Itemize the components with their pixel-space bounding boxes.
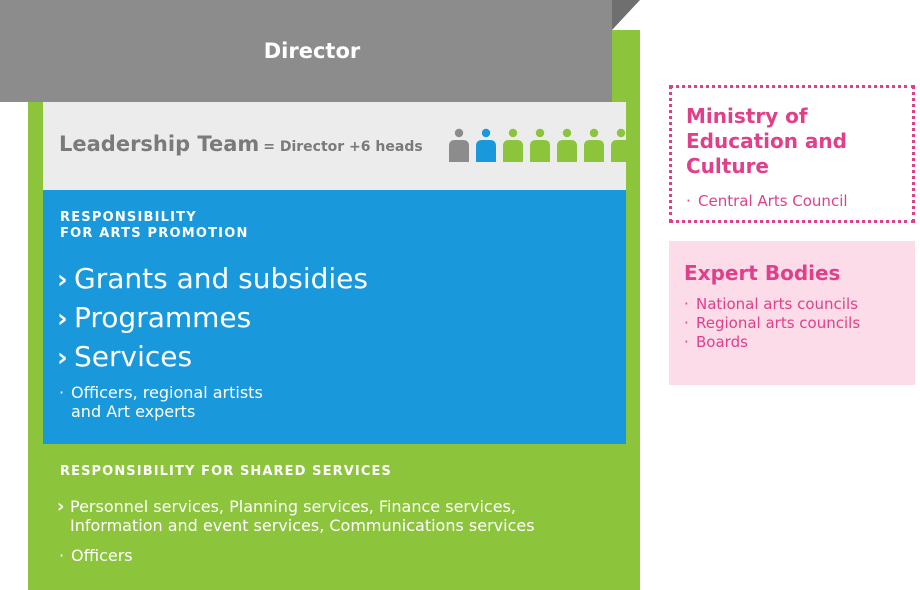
arts-item-grants: Grants and subsidies: [74, 262, 368, 295]
person-icon: [449, 128, 469, 162]
person-body: [584, 140, 604, 162]
arts-item-programmes: Programmes: [74, 301, 252, 334]
director-label: Director: [263, 39, 361, 63]
leadership-team-equation: = Director +6 heads: [263, 139, 423, 155]
arts-heading-line-2: FOR ARTS PROMOTION: [60, 226, 249, 241]
shared-services-line-1: Personnel services, Planning services, F…: [70, 497, 516, 516]
list-item: · Boards: [684, 333, 860, 352]
expert-bodies-list: · National arts councils · Regional arts c…: [684, 295, 860, 352]
arts-officers-note: · Officers, regional artists and Art expe…: [59, 383, 263, 421]
list-item: ›Programmes: [57, 299, 368, 338]
person-icon: [476, 128, 496, 162]
shared-officers-label: Officers: [71, 546, 133, 565]
person-head: [535, 128, 545, 138]
director-banner: [0, 0, 612, 102]
chevron-right-icon: ›: [57, 343, 68, 373]
list-item: › Personnel services, Planning services, …: [57, 497, 535, 516]
ministry-title-line-3: Culture: [686, 154, 769, 178]
shared-officers-note: · Officers: [59, 546, 133, 565]
ministry-item-central-arts-council: Central Arts Council: [698, 192, 848, 210]
arts-heading-line-1: RESPONSIBILITY: [60, 210, 197, 225]
person-body: [557, 140, 577, 162]
person-icon: [584, 128, 604, 162]
person-body: [611, 140, 631, 162]
chevron-right-icon: ›: [57, 265, 68, 295]
list-item: · National arts councils: [684, 295, 860, 314]
person-head: [589, 128, 599, 138]
person-head: [454, 128, 464, 138]
arts-item-services: Services: [74, 340, 193, 373]
expert-bodies-title: Expert Bodies: [684, 261, 841, 285]
expert-item-regional: Regional arts councils: [696, 314, 861, 332]
leadership-team-band: Leadership Team= Director +6 heads: [43, 102, 631, 190]
arts-promotion-list: ›Grants and subsidies ›Programmes ›Servi…: [57, 260, 368, 377]
leadership-team-title: Leadership Team: [59, 132, 260, 156]
ministry-title-line-2: Education and: [686, 129, 847, 153]
expert-bodies-box: Expert Bodies · National arts councils · R…: [669, 241, 915, 385]
list-item: ›Grants and subsidies: [57, 260, 368, 299]
bullet-dot-icon: ·: [684, 333, 689, 351]
list-item: · Regional arts councils: [684, 314, 860, 333]
person-head: [508, 128, 518, 138]
person-body: [476, 140, 496, 162]
arts-officers-line-2: and Art experts: [71, 402, 196, 421]
expert-item-national: National arts councils: [696, 295, 858, 313]
chevron-right-icon: ›: [57, 304, 68, 334]
person-icon: [530, 128, 550, 162]
shared-services-line-2: Information and event services, Communic…: [70, 516, 535, 535]
leadership-team-text: Leadership Team= Director +6 heads: [59, 132, 423, 156]
ministry-title-line-1: Ministry of: [686, 104, 808, 128]
arts-promotion-box: RESPONSIBILITY FOR ARTS PROMOTION ›Grant…: [43, 190, 626, 444]
bullet-dot-icon: ·: [59, 383, 65, 402]
person-head: [481, 128, 491, 138]
person-body: [503, 140, 523, 162]
ministry-item: · Central Arts Council: [686, 192, 848, 210]
expert-item-boards: Boards: [696, 333, 748, 351]
chevron-right-icon: ›: [57, 496, 65, 517]
bullet-dot-icon: ·: [684, 314, 689, 332]
list-item: ›Services: [57, 338, 368, 377]
person-icon: [557, 128, 577, 162]
person-head: [562, 128, 572, 138]
person-head: [616, 128, 626, 138]
bullet-dot-icon: ·: [59, 546, 65, 565]
shared-services-list: › Personnel services, Planning services, …: [57, 497, 535, 535]
leadership-people-icons: [447, 122, 633, 162]
ministry-box: Ministry of Education and Culture · Centr…: [669, 85, 915, 223]
bullet-dot-icon: ·: [684, 295, 689, 313]
arts-officers-line-1: Officers, regional artists: [71, 383, 263, 402]
arts-promotion-heading: RESPONSIBILITY FOR ARTS PROMOTION: [60, 210, 360, 242]
bullet-dot-icon: ·: [686, 192, 691, 210]
person-body: [449, 140, 469, 162]
ministry-title: Ministry of Education and Culture: [686, 104, 906, 179]
person-icon: [611, 128, 631, 162]
director-banner-fold: [612, 0, 640, 30]
person-body: [530, 140, 550, 162]
person-icon: [503, 128, 523, 162]
shared-services-heading: RESPONSIBILITY FOR SHARED SERVICES: [60, 464, 392, 479]
